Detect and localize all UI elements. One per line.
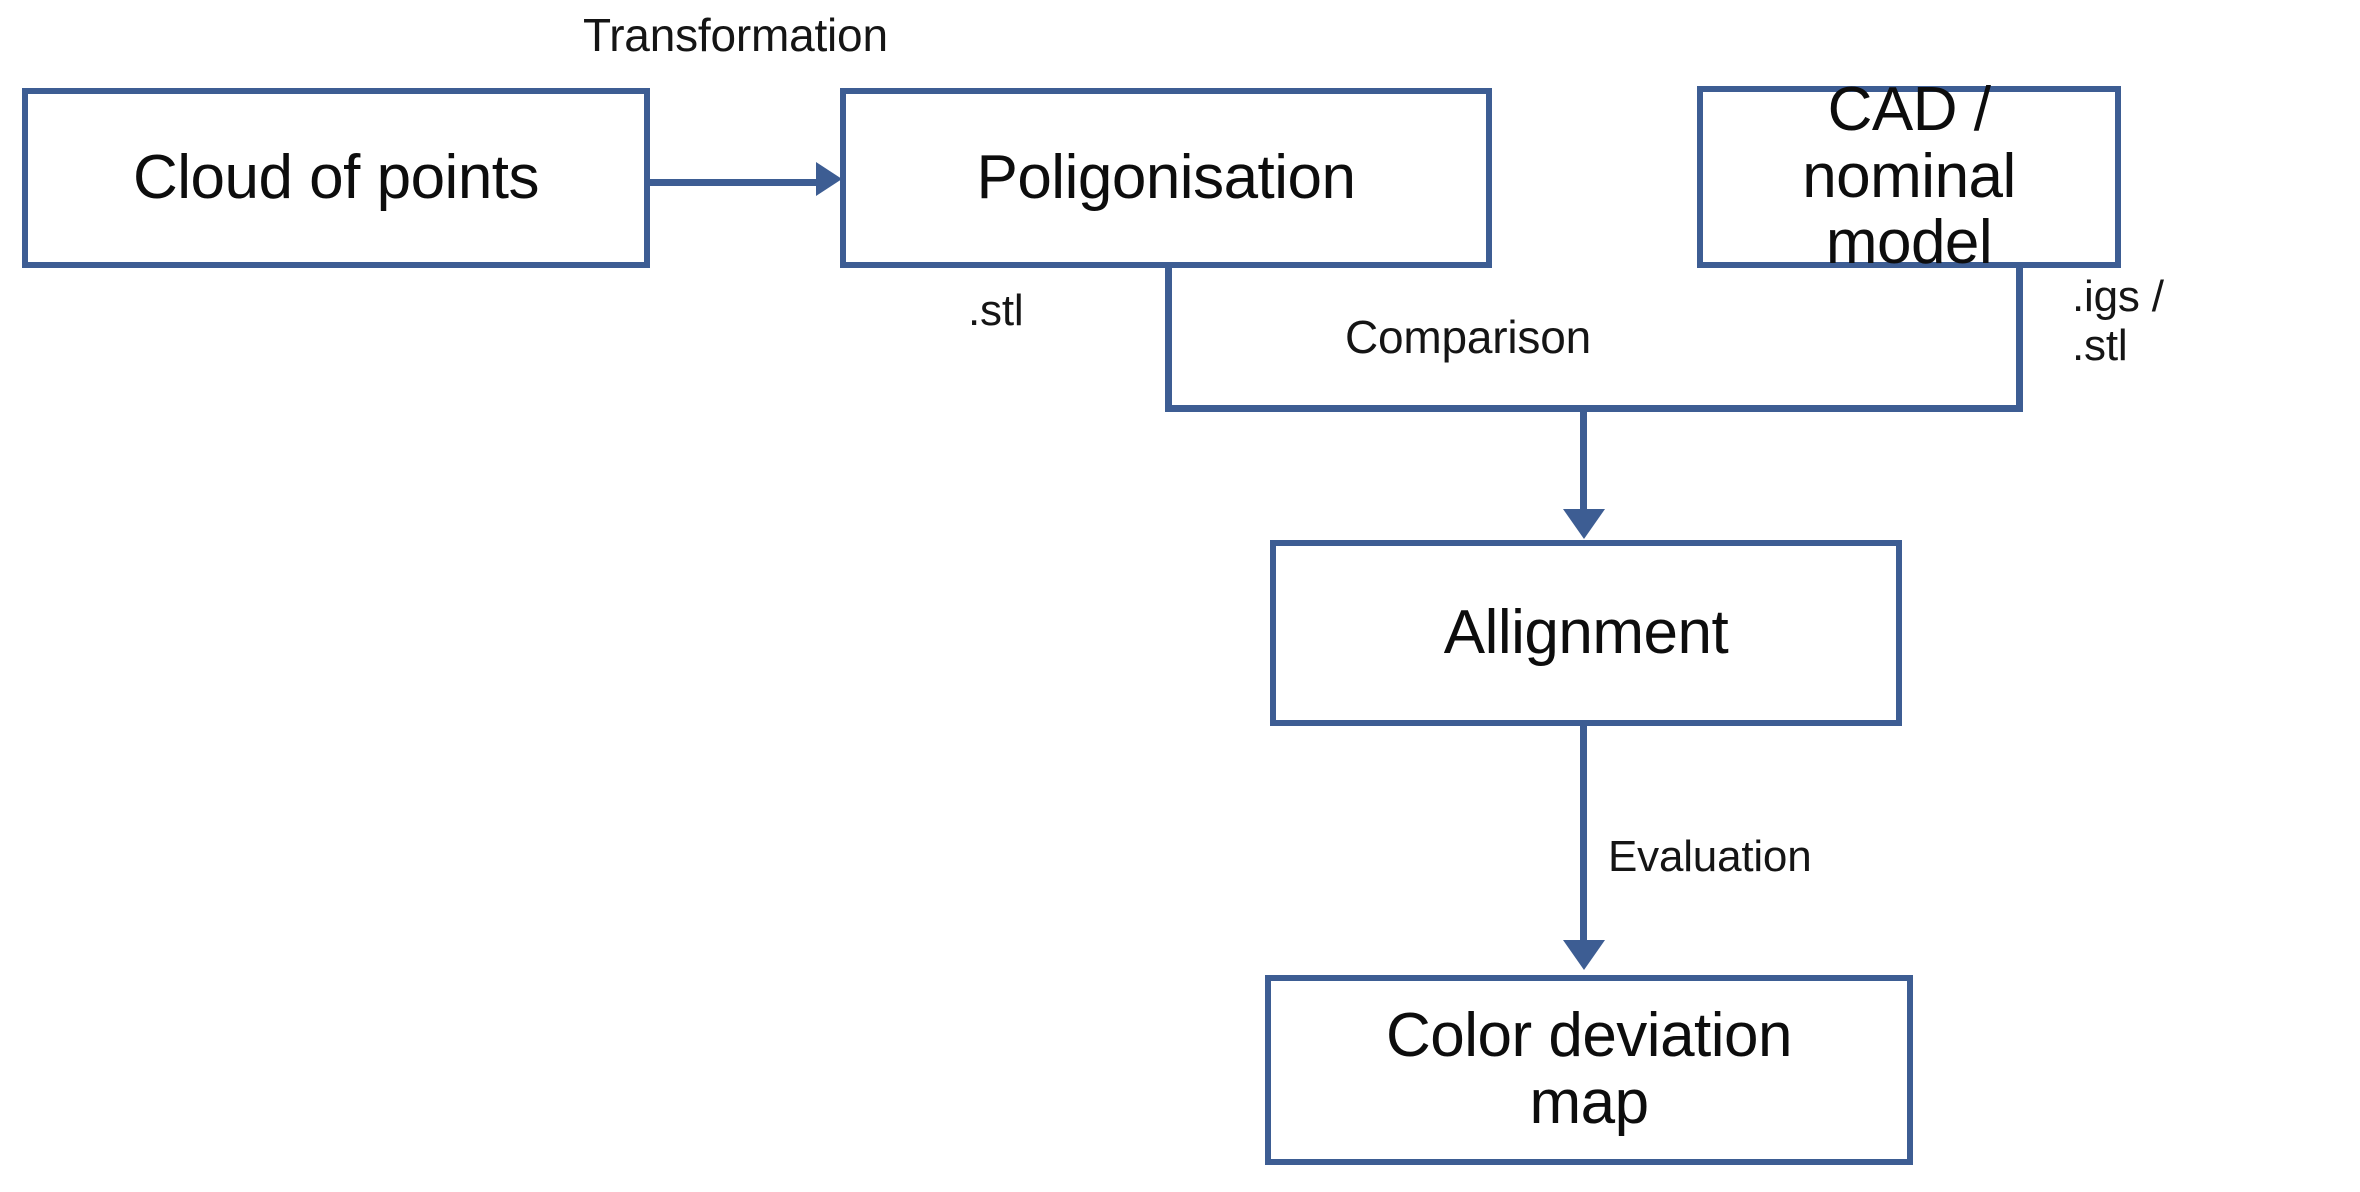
node-poligonisation[interactable]: Poligonisation — [840, 88, 1492, 268]
node-cloud-of-points[interactable]: Cloud of points — [22, 88, 650, 268]
edge-label-igs-stl: .igs / .stl — [2072, 272, 2164, 371]
node-cad-nominal-model[interactable]: CAD / nominal model — [1697, 76, 2121, 276]
edge-comparison-to-allignment — [1580, 409, 1587, 513]
edge-cad-down — [2016, 265, 2023, 412]
arrow-right-icon — [816, 162, 842, 196]
node-cad-nominal-model-label: CAD / nominal model — [1802, 74, 2016, 278]
arrow-down-icon — [1563, 509, 1605, 539]
edge-label-transformation: Transformation — [583, 9, 888, 61]
node-cloud-of-points-label: Cloud of points — [132, 142, 540, 212]
node-allignment[interactable]: Allignment — [1270, 540, 1902, 726]
edge-cloud-to-poligonisation — [650, 179, 820, 186]
node-allignment-label: Allignment — [1443, 597, 1729, 667]
edge-allignment-to-color-deviation-map — [1580, 726, 1587, 944]
edge-comparison-join-bar — [1165, 405, 2023, 412]
node-poligonisation-label: Poligonisation — [976, 142, 1356, 212]
arrow-down-icon — [1563, 940, 1605, 970]
edge-label-evaluation: Evaluation — [1608, 832, 1812, 881]
edge-poligonisation-down — [1165, 265, 1172, 412]
edge-label-stl-poligonisation: .stl — [968, 286, 1024, 335]
node-color-deviation-map-label: Color deviation map — [1385, 1001, 1793, 1137]
edge-label-comparison: Comparison — [1345, 311, 1591, 363]
node-color-deviation-map[interactable]: Color deviation map — [1265, 975, 1913, 1165]
